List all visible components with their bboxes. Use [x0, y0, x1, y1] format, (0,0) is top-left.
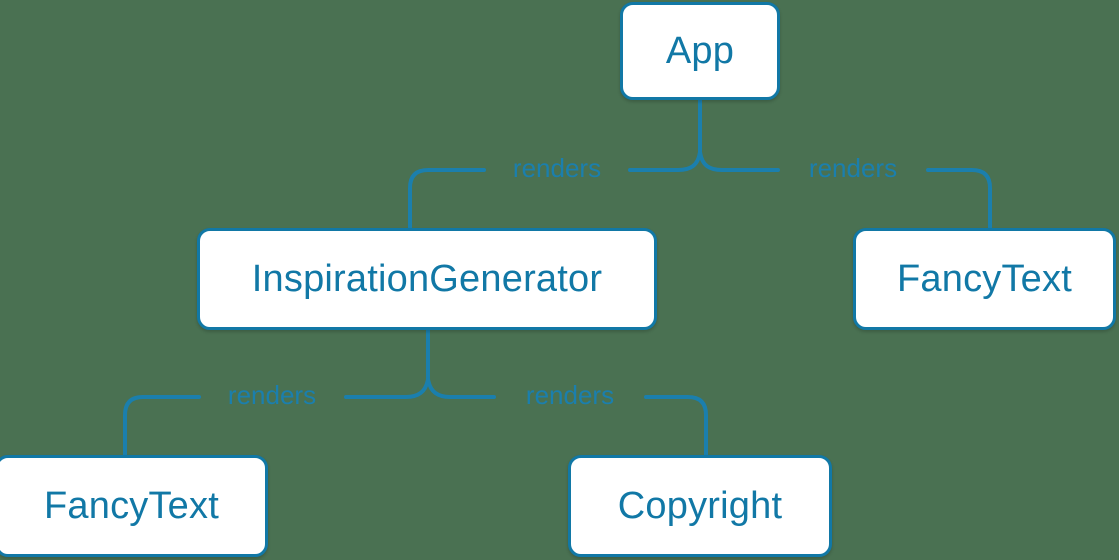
node-inspirationgenerator[interactable]: InspirationGenerator — [197, 228, 657, 330]
node-fancytext-right-label: FancyText — [897, 258, 1072, 300]
node-fancytext-left[interactable]: FancyText — [0, 455, 268, 557]
node-app[interactable]: App — [620, 2, 780, 100]
node-inspirationgenerator-label: InspirationGenerator — [251, 258, 603, 300]
node-fancytext-right[interactable]: FancyText — [853, 228, 1116, 330]
edge-label-inspirationgenerator-to-fancytext-left: renders — [227, 380, 317, 410]
edge-label-app-to-fancytext-right: renders — [808, 153, 898, 183]
node-copyright[interactable]: Copyright — [568, 455, 832, 557]
edge-label-inspirationgenerator-to-copyright: renders — [525, 380, 615, 410]
node-app-label: App — [665, 30, 735, 72]
edge-label-app-to-inspirationgenerator: renders — [512, 153, 602, 183]
node-copyright-label: Copyright — [617, 485, 783, 527]
node-fancytext-left-label: FancyText — [44, 485, 219, 527]
